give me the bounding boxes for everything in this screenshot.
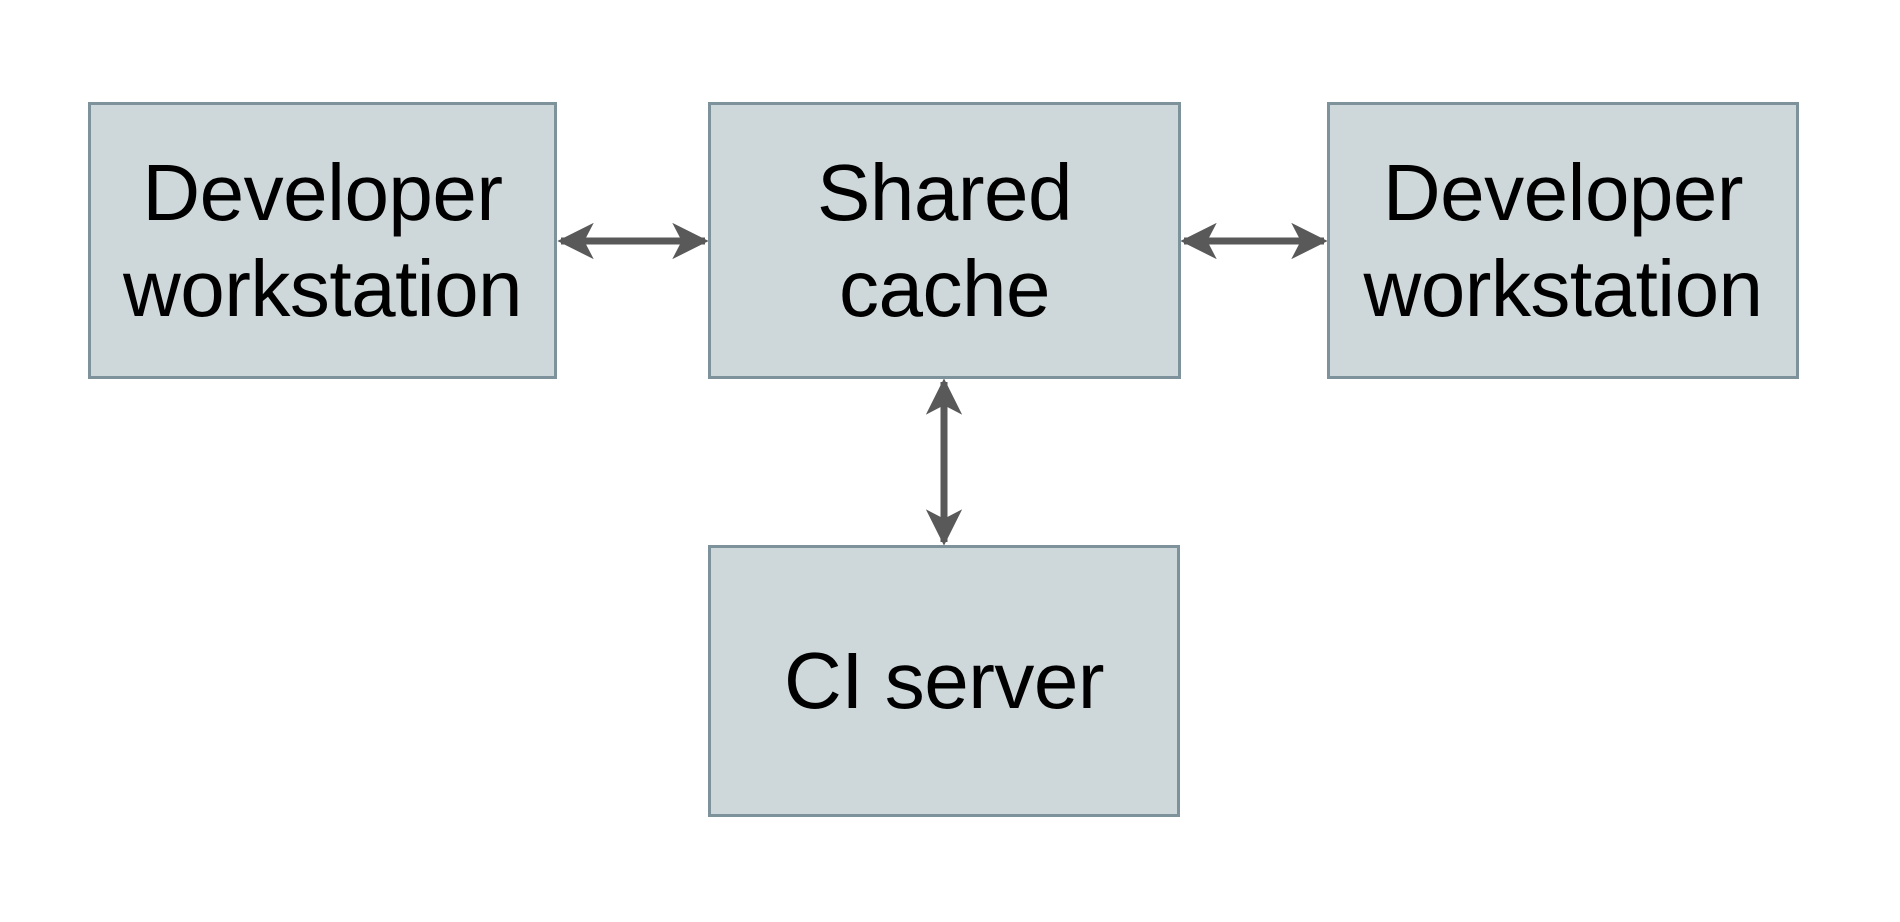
node-label-shared-cache: Shared cache: [817, 147, 1072, 333]
node-label-ci-server: CI server: [784, 636, 1105, 725]
node-label-developer-workstation-right: Developer workstation: [1363, 147, 1763, 333]
node-shared-cache: Shared cache: [708, 102, 1181, 379]
node-ci-server: CI server: [708, 545, 1180, 817]
node-label-developer-workstation-left: Developer workstation: [122, 147, 523, 333]
node-developer-workstation-right: Developer workstation: [1327, 102, 1799, 379]
node-developer-workstation-left: Developer workstation: [88, 102, 557, 379]
